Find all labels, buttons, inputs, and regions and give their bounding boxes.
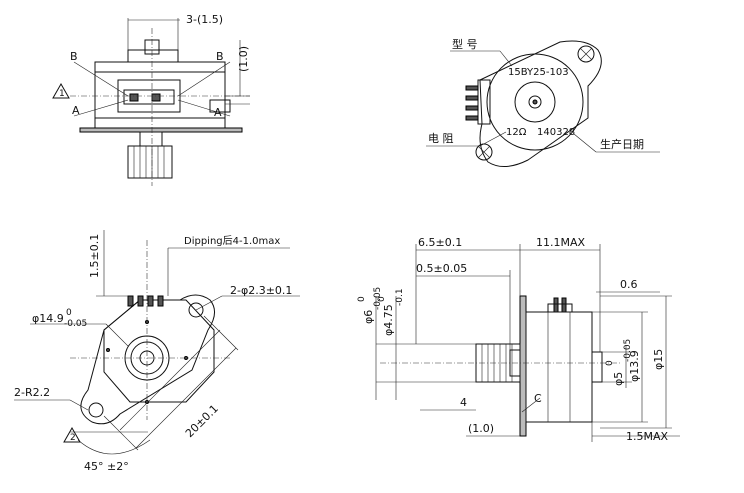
dim-boss-dia: φ5	[612, 372, 625, 386]
label-production-date: 生产日期	[600, 137, 644, 151]
section-b-right: B	[216, 50, 224, 63]
note-triangle-2-icon	[63, 426, 81, 443]
top-right-front-view: 型 号 15BY25-103 12Ω 140328 电 阻 生产日期	[426, 37, 660, 167]
dim-angle: 45° ±2°	[84, 460, 129, 473]
dim-holes: 2-φ2.3±0.1	[230, 284, 292, 297]
dim-max-len: 11.1MAX	[536, 236, 586, 249]
model-value: 15BY25-103	[508, 67, 569, 78]
dim-flange-tol-bot: -0.05	[64, 319, 87, 329]
dim-side-label: (1.0)	[237, 46, 250, 72]
dipping-note: Dipping后4-1.0max	[184, 235, 280, 247]
label-resistance: 电 阻	[428, 132, 454, 145]
dim-pin-height: 1.5±0.1	[88, 234, 101, 278]
dim-boss-tol-top: 0	[605, 360, 615, 366]
dim-top-label: 3-(1.5)	[186, 13, 223, 26]
resistance-value: 12Ω	[506, 127, 527, 138]
dim-shaft2-tol-top: 0	[377, 296, 387, 302]
dim-hole-spacing: 20±0.1	[183, 402, 221, 440]
date-value: 140328	[537, 127, 575, 138]
dim-flange-dia: φ14.9	[32, 312, 64, 325]
dim-radius: 2-R2.2	[14, 386, 50, 399]
dim-outer-dia: φ15	[652, 349, 665, 370]
section-b-left: B	[70, 50, 78, 63]
dim-gear-len: 6.5±0.1	[418, 236, 462, 249]
label-c: C	[534, 392, 542, 405]
note-marker-2: 2	[70, 433, 76, 443]
section-a-left: A	[72, 104, 80, 117]
dim-flange-tol-top: 0	[66, 308, 72, 318]
dim-body-dia: φ13.9	[628, 350, 641, 382]
dim-shaft-tol-top: 0	[357, 296, 367, 302]
dim-back-max: 1.5MAX	[626, 430, 669, 443]
dim-shaft-dia: φ6	[362, 310, 375, 324]
dim-back-gap: (1.0)	[468, 422, 494, 435]
dim-shaft2-dia: φ4.75	[382, 304, 395, 336]
dim-boss-tol-bot: -0.05	[623, 339, 633, 362]
dim-flange-thk: 0.6	[620, 278, 638, 291]
dim-gear-offset: 0.5±0.05	[416, 262, 467, 275]
section-a-right: A	[214, 106, 222, 119]
bottom-left-front-view: 1.5±0.1 Dipping后4-1.0max 2-φ2.3±0.1 φ14.…	[14, 230, 300, 473]
note-marker-1: 1	[59, 89, 65, 99]
note-triangle-icon	[52, 82, 70, 99]
dim-shaft2-tol-bot: -0.1	[395, 288, 405, 306]
dim-shaft-tol-bot: -0.05	[373, 287, 383, 310]
bottom-right-side-view: 6.5±0.1 11.1MAX 0.5±0.05 0.6 φ6 0 -0.05 …	[357, 236, 680, 443]
label-model: 型 号	[452, 37, 478, 51]
top-left-side-view: 3-(1.5) (1.0) B B A A 1	[52, 13, 250, 186]
dim-shaft-step: 4	[460, 396, 467, 409]
